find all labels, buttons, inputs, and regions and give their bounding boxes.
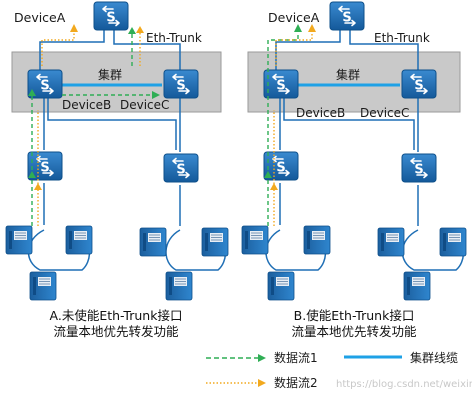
watermark: https://blog.csdn.net/weixin_42463871 <box>336 379 472 390</box>
caption-left-line1: A.未使能Eth-Trunk接口 <box>50 308 183 323</box>
arrow-icon <box>34 24 144 190</box>
links-left <box>27 30 227 271</box>
server-icon <box>29 271 57 301</box>
caption-right-line1: B.使能Eth-Trunk接口 <box>294 308 415 323</box>
flow1-left <box>31 34 152 226</box>
arrow-icon <box>270 24 316 190</box>
eth-trunk-label: Eth-Trunk <box>374 31 430 45</box>
arrow-icon <box>258 354 266 362</box>
cluster-label: 集群 <box>98 67 122 82</box>
switch-icon <box>401 153 437 183</box>
flow2-left <box>37 30 141 226</box>
caption-right-line2: 流量本地优先转发功能 <box>291 324 417 339</box>
server-icon <box>303 225 331 255</box>
arrow-icon <box>258 379 266 387</box>
legend-cluster-cable-label: 集群线缆 <box>410 350 458 365</box>
server-icon <box>267 271 295 301</box>
device-a-label: DeviceA <box>268 10 320 25</box>
switch-icon <box>263 69 299 99</box>
device-b-label: DeviceB <box>62 98 111 112</box>
server-icon <box>5 225 33 255</box>
caption-left-line2: 流量本地优先转发功能 <box>53 324 179 339</box>
server-icon <box>165 271 193 301</box>
switch-icon <box>329 1 365 31</box>
flow1-right <box>267 30 299 226</box>
left-diagram: DeviceA Eth-Trunk 集群 DeviceB DeviceC A.未… <box>5 1 229 339</box>
arrow-icon <box>28 27 160 178</box>
server-icon <box>65 225 93 255</box>
server-icon <box>377 227 405 257</box>
device-a-label: DeviceA <box>14 10 66 25</box>
arrow-icon <box>264 24 302 178</box>
cluster-label: 集群 <box>336 67 360 82</box>
switch-icon <box>163 69 199 99</box>
switch-icon <box>163 153 199 183</box>
legend: 数据流1 数据流2 集群线缆 <box>206 350 458 390</box>
server-icon <box>241 225 269 255</box>
switch-icon <box>401 69 437 99</box>
device-c-label: DeviceC <box>360 106 409 120</box>
device-b-label: DeviceB <box>296 106 345 120</box>
legend-flow2-label: 数据流2 <box>274 375 318 390</box>
server-icon <box>439 227 467 257</box>
right-diagram: DeviceA Eth-Trunk 集群 DeviceB DeviceC B.使… <box>241 1 467 339</box>
legend-flow1-label: 数据流1 <box>274 350 318 365</box>
server-icon <box>403 271 431 301</box>
flow2-right <box>273 30 313 226</box>
switch-icon <box>93 1 129 31</box>
server-icon <box>201 227 229 257</box>
server-icon <box>139 227 167 257</box>
eth-trunk-label: Eth-Trunk <box>146 31 202 45</box>
device-c-label: DeviceC <box>120 98 169 112</box>
